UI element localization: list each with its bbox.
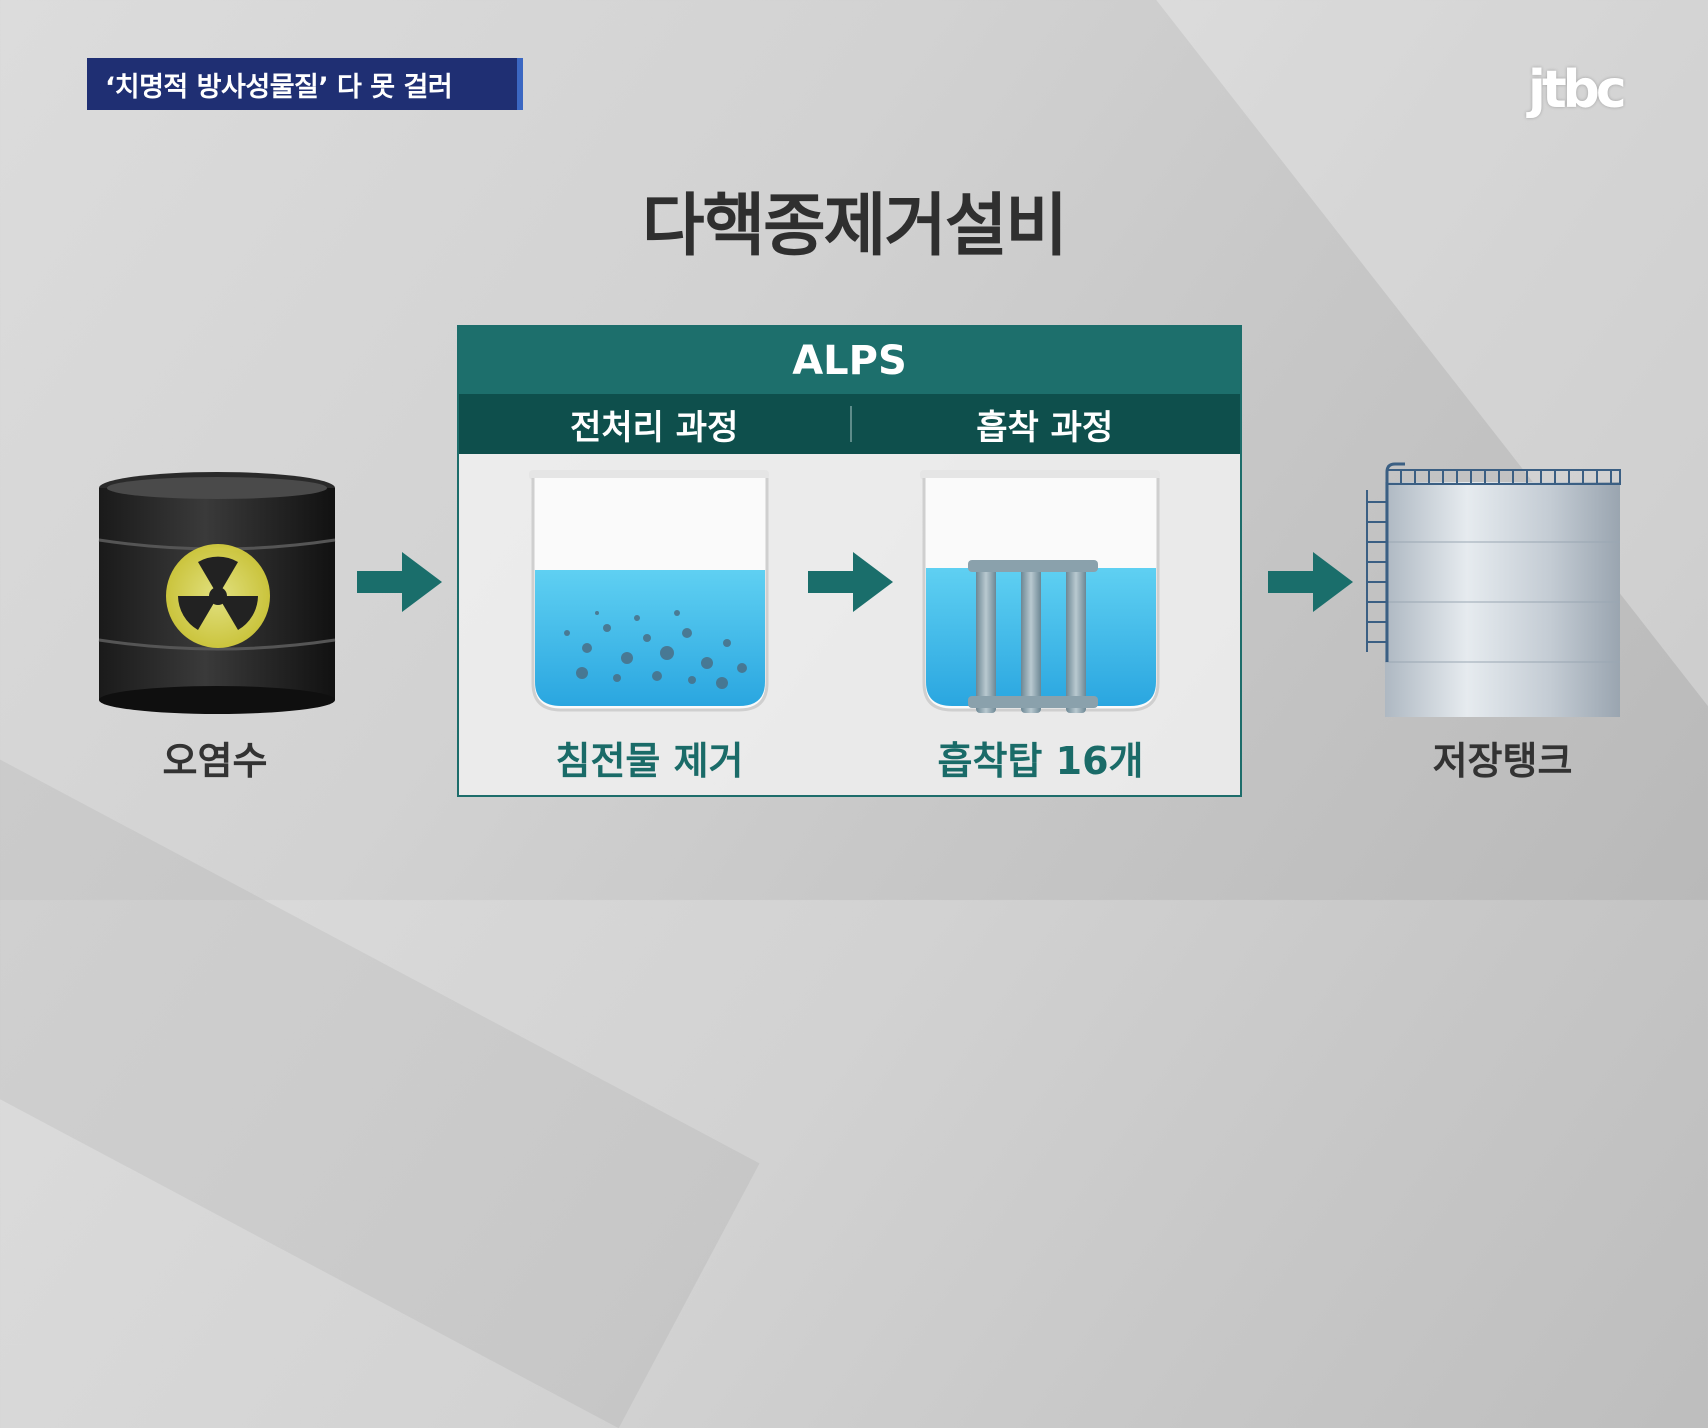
sediment-removal-label: 침전물 제거 [555,739,744,783]
adsorption-tower-label: 흡착탑 16개 [937,739,1144,783]
caption-text: ‘치명적 방사성물질’ 다 못 걸러 [105,71,453,103]
arrow-right-icon [1268,552,1353,612]
arrow-right-icon [808,552,893,612]
beaker-sediment-icon [529,470,769,712]
radiation-barrel-icon [98,472,336,714]
arrow-right-icon [357,552,442,612]
page-title: 다핵종제거설비 [642,187,1068,266]
storage-tank-label: 저장탱크 [1432,739,1573,783]
alps-stage-bar: 전처리 과정 흡착 과정 [459,394,1240,454]
storage-tank-icon [1366,462,1621,717]
alps-header: ALPS [459,327,1240,394]
stage-adsorption: 흡착 과정 [976,407,1114,448]
stage-pretreatment: 전처리 과정 [570,407,739,448]
contaminated-water-label: 오염수 [162,739,268,783]
jtbc-logo: jtbc [1528,60,1627,120]
news-caption-bar: ‘치명적 방사성물질’ 다 못 걸러 [87,58,523,110]
beaker-adsorption-icon [920,470,1160,713]
stage-divider [849,406,852,442]
